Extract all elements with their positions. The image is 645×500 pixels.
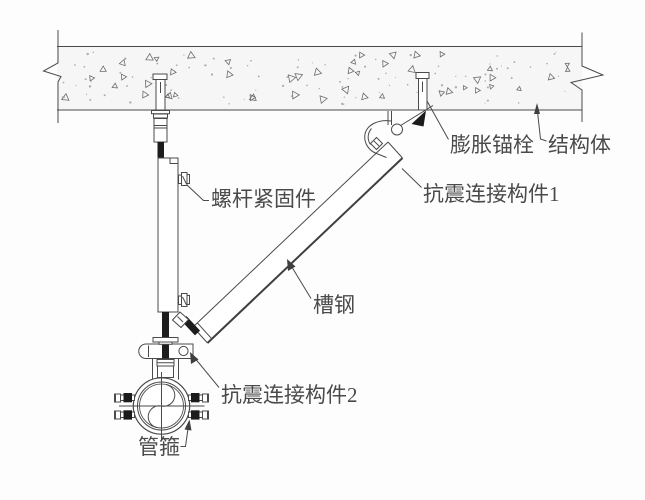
anchor-head (152, 73, 168, 80)
rod-fastener-top (178, 172, 190, 186)
concrete-hatch (60, 50, 571, 106)
label-structure-body: 结构体 (548, 133, 611, 157)
pipe-section-swirl (147, 383, 176, 429)
vertical-channel (157, 157, 190, 313)
labels: 螺杆紧固件 膨胀锚栓 结构体 抗震连接构件1 槽钢 抗震连接构件2 管箍 (138, 133, 611, 459)
label-rod-fastener: 螺杆紧固件 (211, 187, 316, 211)
label-expansion-anchor: 膨胀锚栓 (450, 133, 534, 157)
hinge-pin-1 (391, 123, 403, 136)
leader-connector-1 (401, 168, 422, 188)
rod-coupling (153, 118, 168, 143)
seismic-connector-1 (364, 105, 434, 158)
rod-fastener-bottom (178, 293, 190, 307)
anchor-nut-mark (411, 110, 426, 127)
seismic-connector-2 (138, 312, 194, 380)
label-seismic-connector-1: 抗震连接构件1 (423, 182, 560, 206)
right-anchor-bolt (415, 72, 430, 111)
leader-structure-body (536, 106, 547, 142)
right-break-line (569, 32, 605, 122)
label-pipe-clamp: 管箍 (138, 435, 180, 459)
left-anchor-assembly (151, 73, 170, 158)
leader-lines (180, 100, 547, 447)
diagonal-bolt (171, 311, 201, 336)
clamp-flange-left (114, 393, 135, 420)
label-channel-steel: 槽钢 (313, 293, 355, 317)
threaded-rod-lower (162, 312, 169, 359)
label-seismic-connector-2: 抗震连接构件2 (221, 383, 358, 407)
clamp-flange-right (188, 393, 209, 420)
pipe-clamp (114, 372, 209, 440)
threaded-rod-upper (157, 142, 164, 158)
leader-rod-fastener (186, 184, 209, 201)
concrete-slab (42, 30, 605, 123)
hinge-pin-2 (178, 345, 189, 357)
diagonal-channel-steel (192, 141, 404, 344)
leader-expansion-anchor (426, 100, 449, 140)
left-break-line (42, 30, 62, 123)
